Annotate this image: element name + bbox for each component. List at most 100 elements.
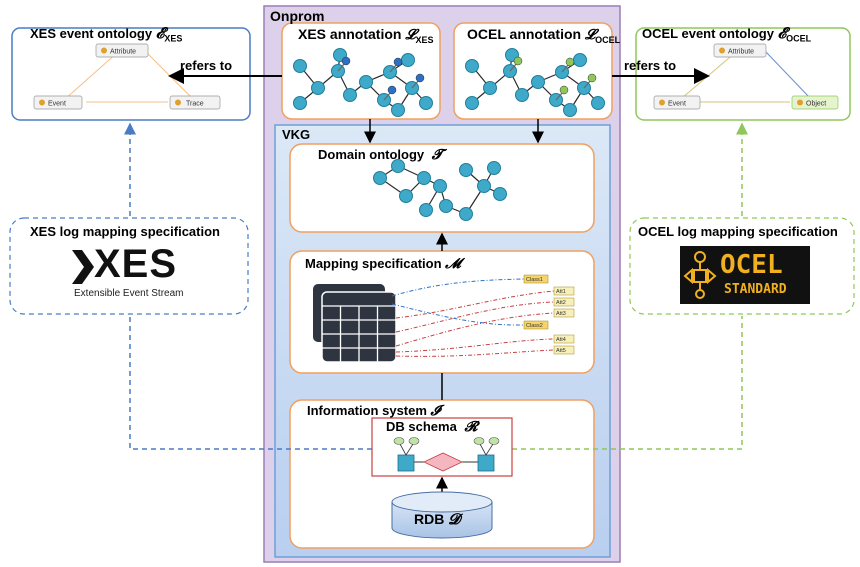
graph-node bbox=[373, 171, 387, 185]
graph-node bbox=[465, 59, 479, 73]
graph-node bbox=[563, 103, 577, 117]
pin-icon bbox=[415, 73, 425, 83]
mapping-attr-box bbox=[553, 286, 575, 296]
pin-icon bbox=[587, 73, 597, 83]
graph-node bbox=[487, 161, 501, 175]
graph-node bbox=[459, 207, 473, 221]
graph-node bbox=[311, 81, 325, 95]
mapping-attr-box bbox=[553, 308, 575, 318]
graph-node bbox=[359, 75, 373, 89]
table-icon bbox=[313, 284, 397, 363]
mapping-line bbox=[395, 301, 555, 333]
xes-ontology-node-trace: Trace bbox=[186, 101, 204, 108]
mapping-line bbox=[395, 290, 555, 319]
rdb-title: RDB 𝓓 bbox=[414, 510, 460, 528]
xes-logo-caption: Extensible Event Stream bbox=[74, 288, 184, 299]
xes-annotation-title: XES annotation 𝓛XES bbox=[298, 26, 434, 45]
graph-node bbox=[419, 203, 433, 217]
graph-node bbox=[477, 179, 491, 193]
graph-node bbox=[399, 189, 413, 203]
ocel-annotation-title: OCEL annotation 𝓛OCEL bbox=[467, 26, 621, 45]
mapping-attr-label: Att5 bbox=[556, 348, 566, 354]
graph-node bbox=[439, 199, 453, 213]
mapping-line bbox=[395, 349, 555, 357]
mapping-attr-box bbox=[553, 345, 575, 355]
mapping-attr-label: Att4 bbox=[556, 337, 566, 343]
ocel-logo-text: OCEL bbox=[720, 250, 783, 280]
graph-node bbox=[391, 103, 405, 117]
xes-annotation-box bbox=[281, 22, 441, 120]
ocel-ontology-node-attribute: Attribute bbox=[728, 49, 754, 56]
mapping-class-label: Class2 bbox=[526, 323, 543, 329]
graph-node bbox=[417, 171, 431, 185]
vkg-title: VKG bbox=[282, 127, 311, 142]
ocel-logo: OCEL STANDARD bbox=[680, 246, 810, 304]
graph-node bbox=[573, 53, 587, 67]
graph-node bbox=[465, 96, 479, 110]
ocel-ontology-node-object: Object bbox=[806, 101, 826, 108]
graph-node bbox=[293, 59, 307, 73]
xes-ontology-node-attribute: Attribute bbox=[110, 49, 136, 56]
pin-icon bbox=[387, 85, 397, 95]
xes-ontology-title: XES event ontology 𝓔XES bbox=[30, 24, 183, 44]
pin-icon bbox=[393, 57, 403, 67]
ocel-mapping-dashed-line bbox=[512, 316, 743, 450]
xes-annotation-graph bbox=[293, 48, 433, 117]
mapping-attr-label: Att1 bbox=[556, 289, 566, 295]
ocel-annotation-graph bbox=[465, 48, 605, 117]
mapping-attr-box bbox=[553, 334, 575, 344]
xes-logo: XES Extensible Event Stream bbox=[72, 242, 202, 302]
info-system-title: Information system 𝓘 bbox=[307, 403, 441, 419]
ocel-logo-caption: STANDARD bbox=[724, 282, 787, 297]
graph-node bbox=[531, 75, 545, 89]
xes-chevron-icon bbox=[72, 250, 94, 284]
mapping-attr-box bbox=[553, 297, 575, 307]
mapping-line bbox=[395, 338, 555, 353]
pin-icon bbox=[559, 85, 569, 95]
domain-ontology-graph bbox=[373, 159, 507, 221]
mapping-class-box bbox=[523, 274, 549, 284]
mapping-class-box bbox=[523, 320, 549, 330]
pin-icon bbox=[565, 57, 575, 67]
domain-ontology-title: Domain ontology 𝓣 bbox=[318, 147, 443, 163]
mapping-attr-label: Att2 bbox=[556, 300, 566, 306]
graph-node bbox=[591, 96, 605, 110]
mapping-lines bbox=[391, 278, 555, 357]
pin-icon bbox=[341, 56, 351, 66]
er-diagram bbox=[393, 437, 500, 472]
ocel-ontology-title: OCEL event ontology 𝓔OCEL bbox=[642, 24, 812, 44]
mapping-attr-label: Att3 bbox=[556, 311, 566, 317]
graph-node bbox=[419, 96, 433, 110]
xes-logo-text: XES bbox=[94, 242, 178, 286]
graph-node bbox=[459, 163, 473, 177]
xes-log-mapping-title: XES log mapping specification bbox=[30, 224, 220, 239]
mapping-line bbox=[391, 303, 525, 326]
graph-node bbox=[293, 96, 307, 110]
ocel-annotation-box bbox=[453, 22, 613, 120]
mapping-spec-title: Mapping specification 𝓜 bbox=[305, 256, 461, 272]
refers-to-right-label: refers to bbox=[624, 58, 677, 73]
ocel-log-mapping-title: OCEL log mapping specification bbox=[638, 224, 838, 239]
db-schema-title: DB schema 𝓡 bbox=[386, 419, 478, 435]
mapping-class-label: Class1 bbox=[526, 277, 543, 283]
xes-ontology-node-event: Event bbox=[48, 101, 66, 108]
graph-node bbox=[401, 53, 415, 67]
ocel-ontology-node-event: Event bbox=[668, 101, 686, 108]
onprom-title: Onprom bbox=[270, 8, 325, 24]
pin-icon bbox=[513, 56, 523, 66]
rdb-cylinder bbox=[391, 491, 493, 539]
mapping-line bbox=[395, 312, 555, 347]
refers-to-left-label: refers to bbox=[180, 58, 233, 73]
graph-node bbox=[343, 88, 357, 102]
graph-node bbox=[433, 179, 447, 193]
graph-node bbox=[515, 88, 529, 102]
ocel-ontology-graph: Attribute Event Object bbox=[653, 43, 839, 110]
graph-node bbox=[493, 187, 507, 201]
xes-ontology-graph: Attribute Event Trace bbox=[33, 43, 221, 110]
mapping-line bbox=[391, 278, 525, 297]
xes-log-mapping-box bbox=[9, 217, 249, 315]
graph-node bbox=[483, 81, 497, 95]
graph-node bbox=[391, 159, 405, 173]
